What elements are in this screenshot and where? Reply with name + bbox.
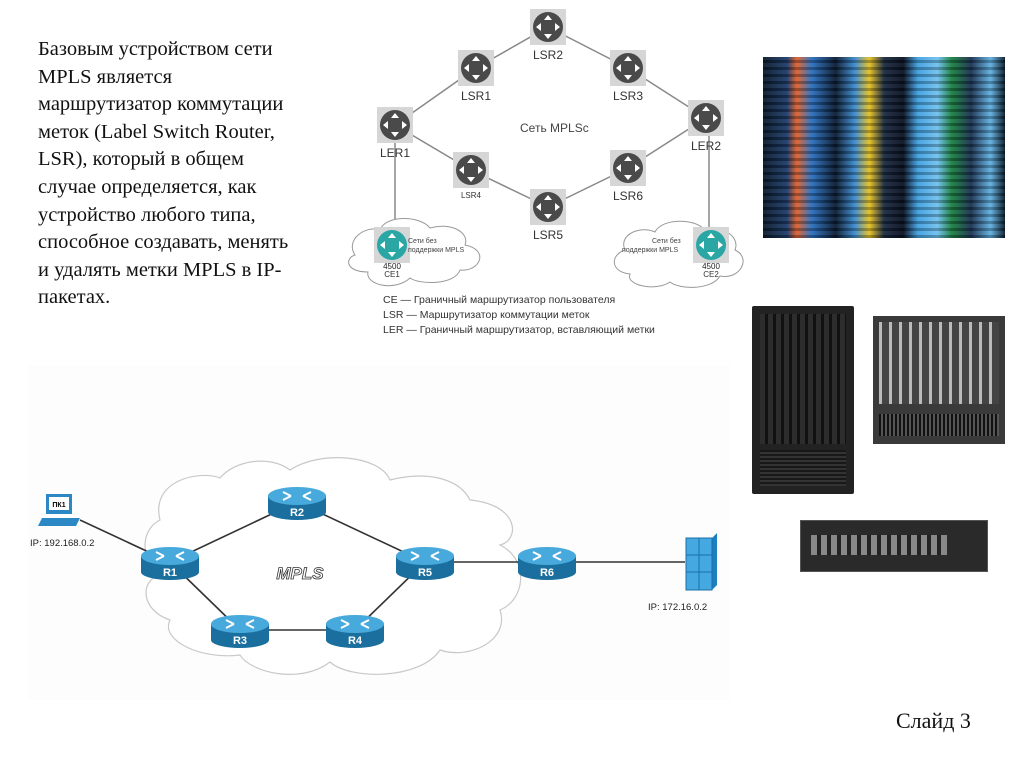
text-line: MPLS является (38, 65, 173, 88)
ce-model: 4500 (383, 262, 401, 271)
router-label: R1 (163, 567, 177, 579)
router-arrows-icon (225, 619, 255, 629)
router-label: R3 (233, 635, 247, 647)
router-arrows-icon (155, 551, 185, 561)
modular-router-photo (873, 316, 1005, 444)
main-paragraph: Базовым устройством сети MPLS является м… (38, 36, 358, 312)
router-r6: R6 (518, 547, 576, 580)
mpls-network-label: Сеть MPLSc (520, 121, 589, 135)
router-icon (456, 155, 486, 185)
router-icon (380, 110, 410, 140)
text-line: Базовым устройством сети (38, 38, 273, 60)
router-label: LER2 (691, 139, 721, 153)
slide-number: Слайд 3 (896, 708, 971, 733)
router-label: LSR5 (533, 228, 563, 242)
text-line: маршрутизатор коммутации (38, 93, 284, 116)
router-icon (696, 230, 726, 260)
pc-ip: IP: 192.168.0.2 (30, 538, 94, 549)
text-line: меток (Label Switch Router, (38, 120, 275, 143)
text-line: устройство любого типа, (38, 203, 256, 226)
legend-lsr: LSR — Маршрутизатор коммутации меток (383, 309, 590, 321)
router-ler1: LER1 (377, 107, 413, 160)
router-icon (377, 230, 407, 260)
server-racks-photo (763, 57, 1005, 238)
router-arrows-icon (282, 491, 312, 501)
router-chassis-photo (752, 306, 854, 494)
router-lsr6: LSR6 (610, 150, 646, 203)
router-label: LSR2 (533, 48, 563, 62)
pc-icon (38, 494, 80, 526)
cloud-text: поддержки MPLS (622, 247, 678, 254)
router-label: CE1 (384, 270, 400, 279)
router-label: LSR3 (613, 89, 643, 103)
router-icon (613, 53, 643, 83)
router-label: R5 (418, 567, 432, 579)
router-label: R2 (290, 507, 304, 519)
router-label: R4 (348, 635, 363, 647)
legend-ce: CE — Граничный маршрутизатор пользовател… (383, 294, 615, 306)
router-icon (533, 192, 563, 222)
router-r2: R2 (268, 487, 326, 520)
text-line: пакетах. (38, 286, 111, 309)
cloud-text: Сети без (408, 237, 437, 245)
router-r1: R1 (141, 547, 199, 580)
router-lsr2: LSR2 (530, 9, 566, 62)
router-label: LER1 (380, 146, 410, 160)
pc-label: ПК1 (52, 502, 65, 509)
server-ip: IP: 172.16.0.2 (648, 602, 707, 613)
router-icon (461, 53, 491, 83)
router-label: CE2 (703, 270, 719, 279)
router-lsr3: LSR3 (610, 50, 646, 103)
cloud-text: поддержки MPLS (408, 247, 464, 254)
router-label: LSR4 (461, 191, 482, 200)
text-line: LSR), который в общем (38, 148, 244, 171)
text-line: и удалять метки MPLS в IP- (38, 258, 282, 281)
router-arrows-icon (532, 551, 562, 561)
mpls-cloud-label: MPLS (276, 564, 324, 583)
router-r4: R4 (326, 615, 384, 648)
router-label: LSR6 (613, 189, 643, 203)
router-arrows-icon (410, 551, 440, 561)
router-icon (533, 12, 563, 42)
router-r3: R3 (211, 615, 269, 648)
text-line: способное создавать, менять (38, 231, 289, 254)
router-label: LSR1 (461, 89, 491, 103)
rack-router-photo (800, 520, 988, 572)
router-icon (613, 153, 643, 183)
router-lsr4: LSR4 (453, 152, 489, 200)
server-icon (685, 533, 717, 591)
router-lsr5: LSR5 (530, 189, 566, 242)
cloud-text: Сети без (652, 237, 681, 245)
router-r5: R5 (396, 547, 454, 580)
router-lsr1: LSR1 (458, 50, 494, 103)
router-label: R6 (540, 567, 554, 579)
router-icon (691, 103, 721, 133)
text-line: случае определяется, как (38, 175, 257, 198)
router-arrows-icon (340, 619, 370, 629)
router-ler2: LER2 (688, 100, 724, 153)
legend-ler: LER — Граничный маршрутизатор, вставляющ… (383, 324, 655, 336)
ce-model: 4500 (702, 262, 720, 271)
